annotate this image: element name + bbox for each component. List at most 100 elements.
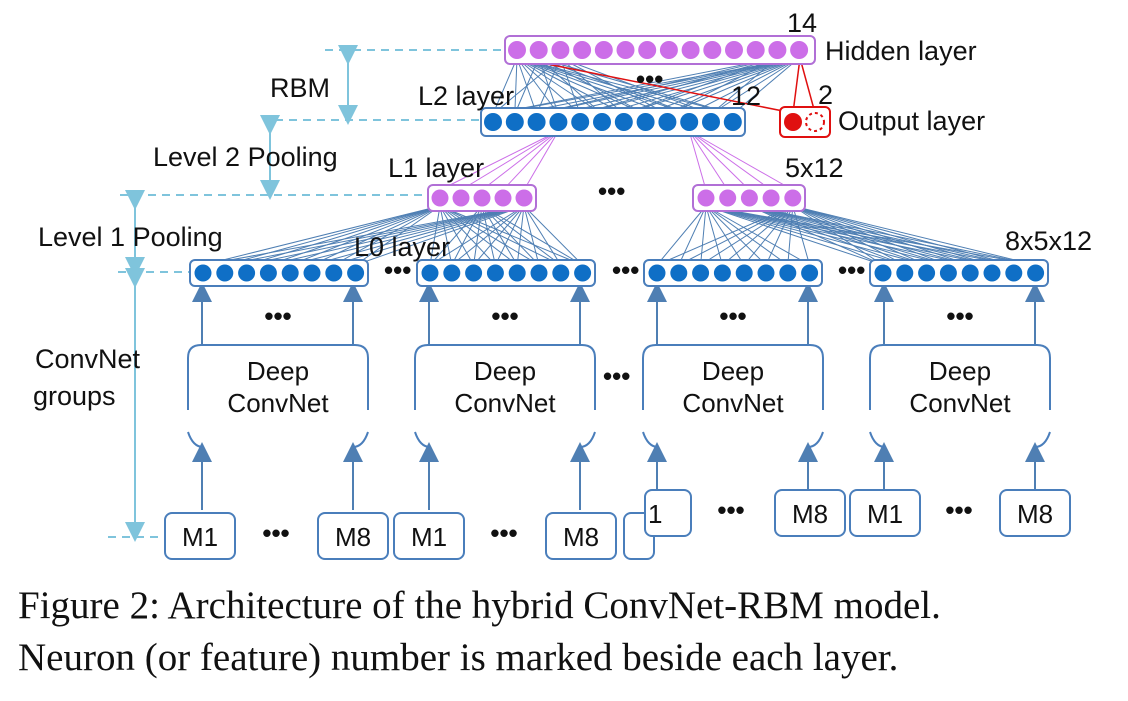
ellipsis-convnet-group: •••: [603, 361, 630, 391]
convnet-groups: DeepConvNet•••DeepConvNet•••DeepConvNet•…: [187, 301, 1051, 448]
output-layer-label: Output layer: [838, 106, 985, 136]
rbm-connection: [732, 57, 800, 115]
pool1-connection: [311, 205, 525, 266]
input-m1: [393, 512, 465, 560]
pool1-connection: [439, 205, 518, 266]
convnet-bracket: [642, 431, 824, 448]
input-m8: [545, 512, 617, 560]
pool1-connection: [705, 205, 723, 266]
input-m1-label: M1: [411, 522, 447, 552]
pool2-connection: [523, 130, 559, 191]
l2-neuron: [549, 113, 568, 131]
pool1-connection: [749, 205, 993, 266]
ellipsis-hidden-to-l2: •••: [636, 64, 663, 94]
rbm-connection: [516, 57, 646, 115]
l1-neuron: [494, 189, 512, 207]
pool1-connection: [749, 205, 905, 266]
hidden-neuron: [616, 41, 635, 59]
hidden-neuron: [790, 41, 809, 59]
hidden-neuron: [551, 41, 570, 59]
l0-neuron: [670, 264, 688, 282]
l2-neuron: [702, 113, 720, 131]
l2-neuron: [614, 113, 633, 131]
l1-neuron: [784, 189, 802, 207]
convnet-label-line1: Deep: [929, 356, 991, 386]
caption-line-1: Figure 2: Architecture of the hybrid Con…: [18, 584, 941, 627]
l0-layer-boxes: [189, 259, 1049, 287]
convnet-box: [414, 344, 596, 410]
pool1-connection: [749, 205, 971, 266]
rbm-connection: [710, 57, 800, 115]
pool1-connection: [473, 205, 483, 266]
pool1-connection: [246, 205, 441, 266]
convnet-ellipsis: •••: [491, 301, 518, 331]
pool1-connection: [439, 205, 496, 266]
pool1-connection: [429, 205, 525, 266]
l0-neuron: [552, 264, 570, 282]
pool1-connection: [481, 205, 540, 266]
convnet-label-line2: ConvNet: [909, 388, 1011, 418]
l0-neuron: [735, 264, 753, 282]
l0-neuron: [465, 264, 483, 282]
convnet-box: [869, 344, 1051, 410]
l0-neuron: [874, 264, 892, 282]
pool1-connection: [429, 205, 483, 266]
pool1-connection: [678, 205, 794, 266]
pool1-connection: [792, 205, 1036, 266]
pool1-connection: [749, 205, 927, 266]
input-m8-label: M8: [1017, 499, 1053, 529]
output-neuron-active: [784, 113, 802, 131]
l0-layer-box: [416, 259, 596, 287]
pool1-connection: [290, 205, 525, 266]
l0-neuron: [303, 264, 321, 282]
l0-neuron: [486, 264, 504, 282]
pool1-connection: [333, 205, 525, 266]
l0-neuron: [713, 264, 731, 282]
output-layer-size: 2: [818, 80, 833, 110]
l0-neuron: [1027, 264, 1045, 282]
input-m8: [317, 512, 389, 560]
l2-layer-neurons: [484, 113, 742, 131]
ellipsis-l0-3: •••: [838, 255, 865, 285]
hidden-neuron: [703, 41, 722, 59]
rbm-connection: [667, 57, 800, 115]
l2-neuron: [527, 113, 546, 131]
input-ellipsis: •••: [490, 518, 517, 548]
pool1-connection: [473, 205, 525, 266]
l1-neuron: [719, 189, 737, 207]
rbm-connection: [516, 57, 733, 115]
output-connection: [516, 57, 794, 114]
l1-neuron: [762, 189, 780, 207]
convnet-label-line1: Deep: [247, 356, 309, 386]
stage-label-rbm: RBM: [270, 73, 330, 103]
input-m1-partial-label: 1: [648, 499, 662, 529]
pool1-connection: [749, 205, 1036, 266]
pool1-connection: [224, 205, 441, 266]
pool1-connection: [481, 205, 518, 266]
input-ellipsis: •••: [945, 495, 972, 525]
input-ellipsis: •••: [717, 495, 744, 525]
convnet-bracket: [187, 431, 369, 448]
l0-neuron: [801, 264, 819, 282]
l0-neuron: [961, 264, 979, 282]
hidden-layer-neurons: [508, 41, 809, 59]
l0-neuron: [939, 264, 957, 282]
input-m1-label: M1: [182, 522, 218, 552]
l1-neuron: [452, 189, 470, 207]
pool1-connection: [224, 205, 525, 266]
pool1-connection: [268, 205, 441, 266]
rbm-connection: [688, 57, 800, 115]
convnet-ellipsis: •••: [264, 301, 291, 331]
rbm-connection: [601, 57, 800, 115]
l2-neuron: [505, 113, 524, 131]
l0-neuron: [238, 264, 256, 282]
pool1-connection: [656, 205, 707, 266]
pool2-connection: [688, 130, 772, 191]
pool2-connection: [688, 130, 729, 191]
output-neuron-inactive: [805, 112, 825, 132]
rbm-connection: [516, 57, 559, 115]
l1-neuron: [740, 189, 758, 207]
stage-label-convnet-line1: ConvNet: [35, 344, 141, 374]
l0-neuron: [757, 264, 775, 282]
